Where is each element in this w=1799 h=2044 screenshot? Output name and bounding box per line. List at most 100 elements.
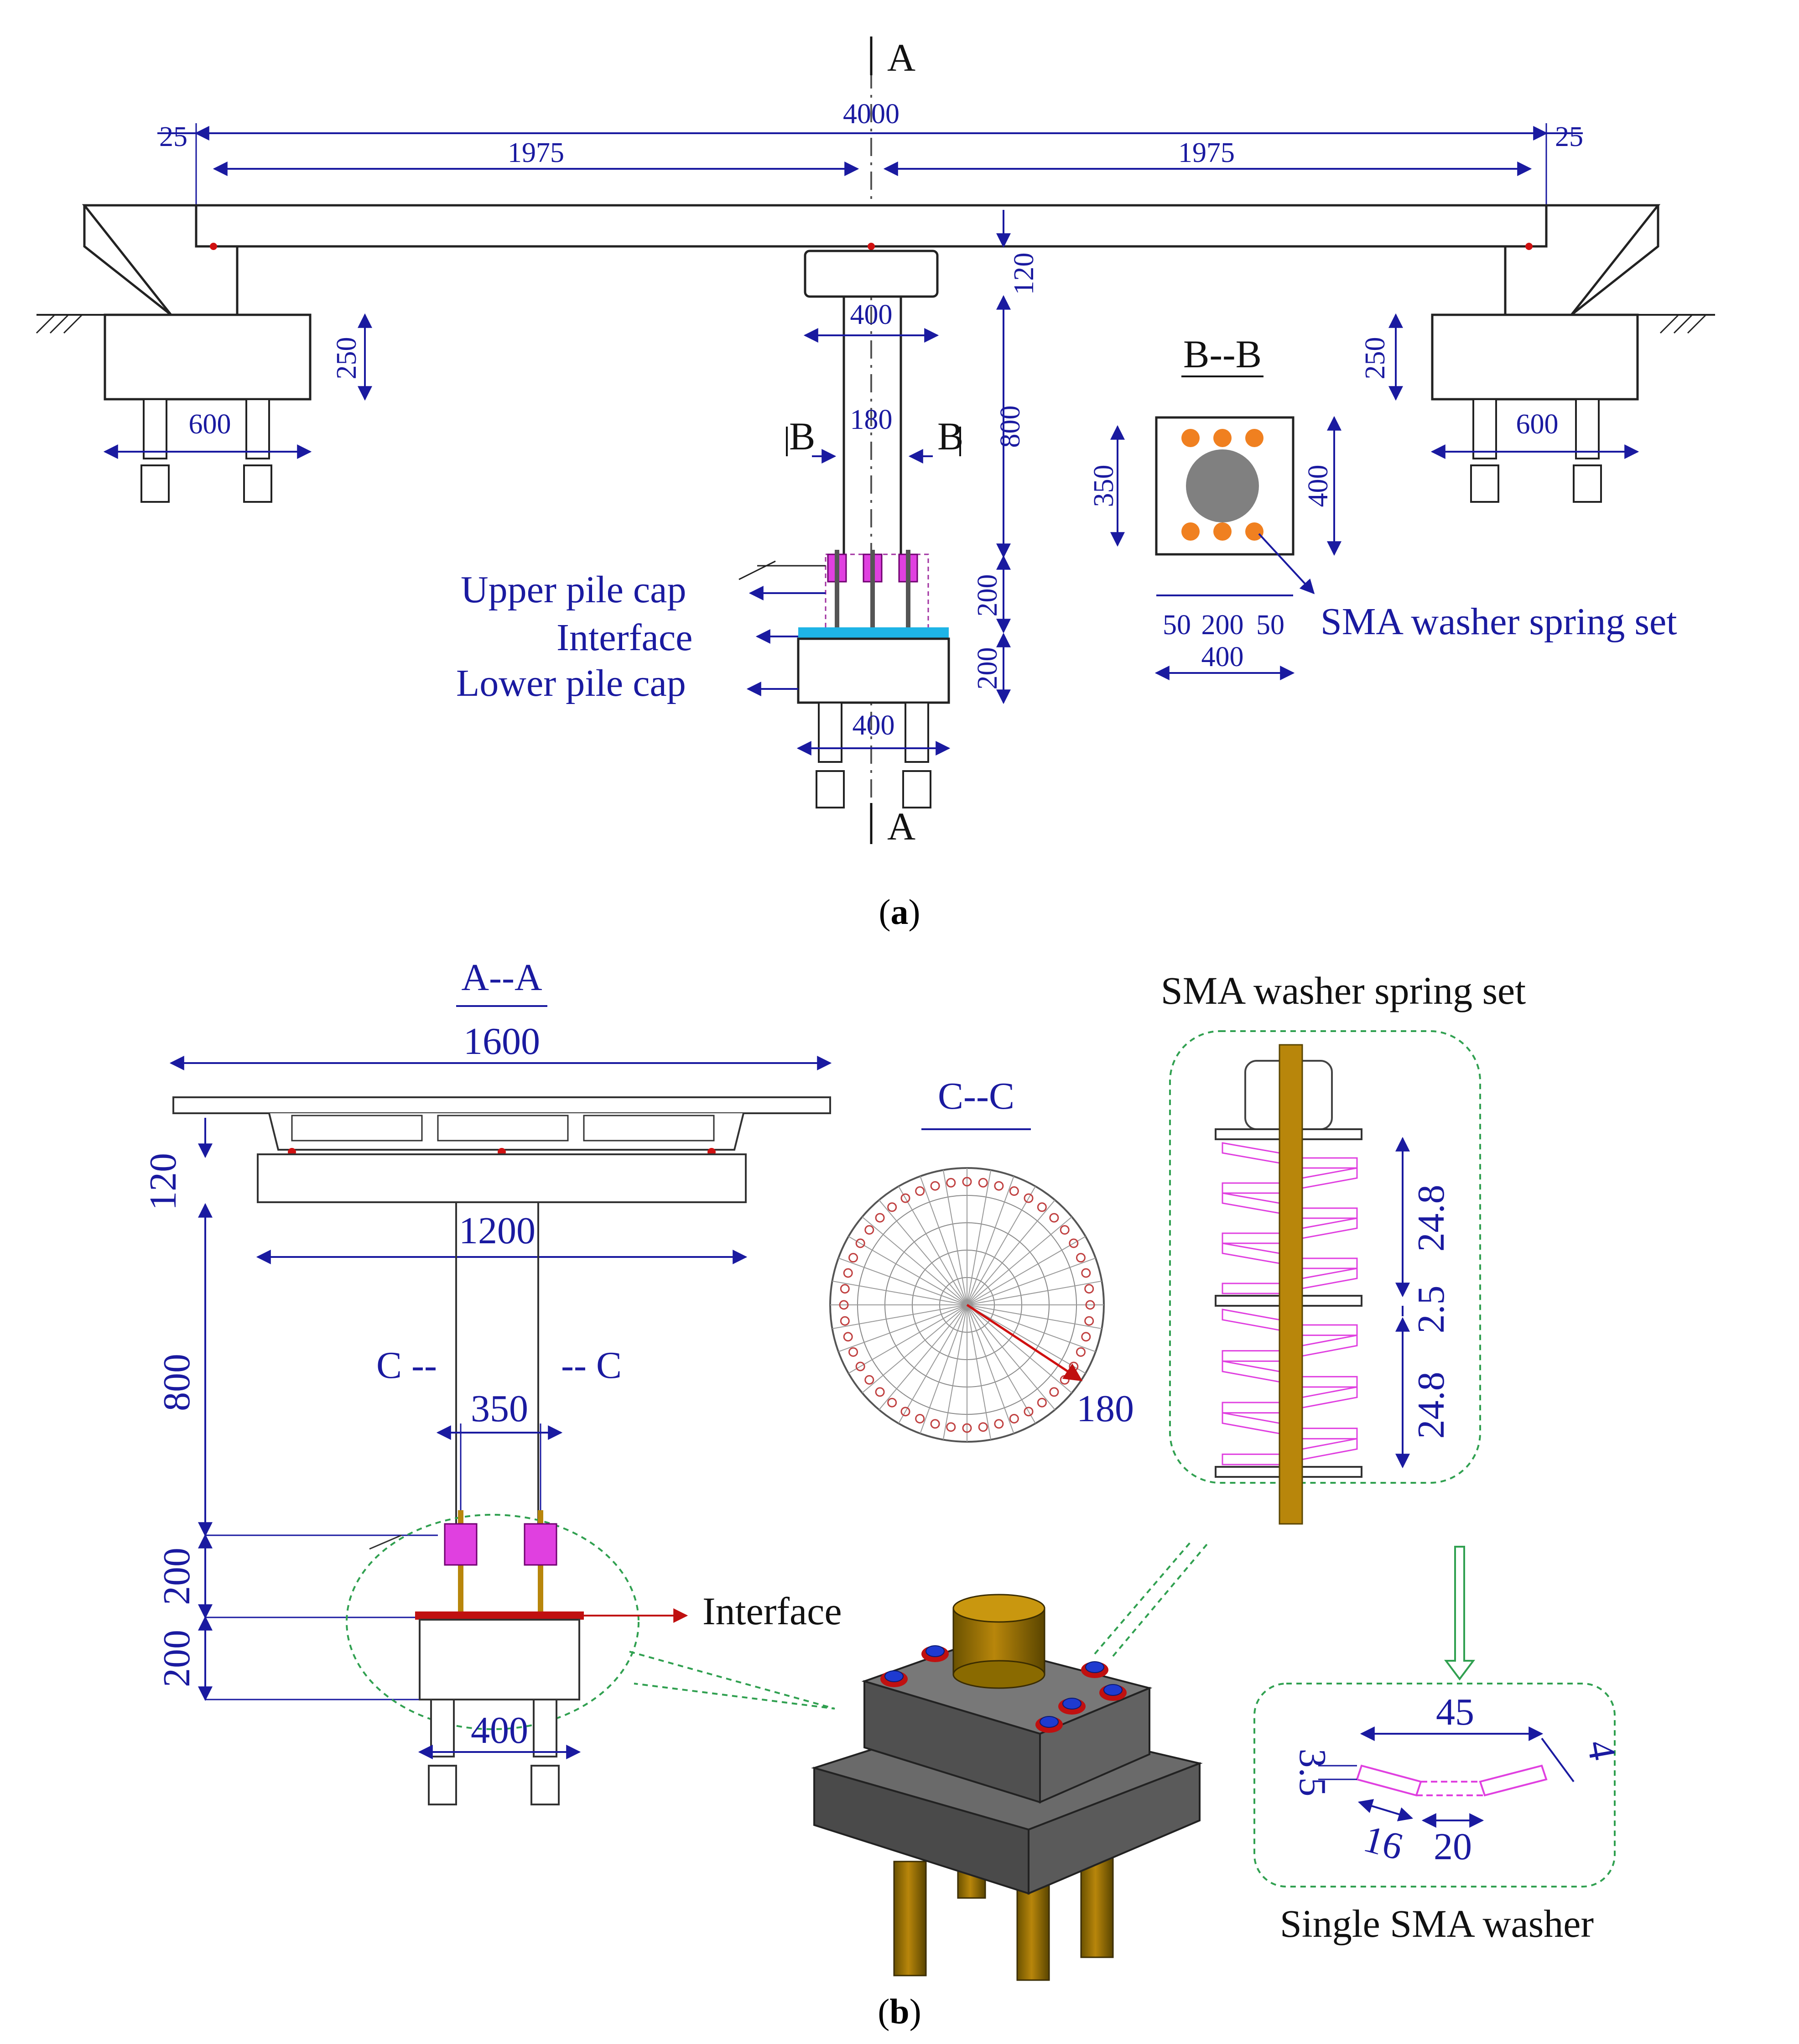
rebar-dot	[864, 1225, 874, 1235]
left-pile-2-tip	[243, 464, 272, 503]
sma-set-frame	[1169, 1030, 1481, 1484]
single-washer-shape	[1356, 1764, 1548, 1797]
gap-left-dim: 25	[159, 121, 187, 152]
rebar-dot	[930, 1181, 940, 1191]
lower-pile-cap-label: Lower pile cap	[456, 662, 686, 704]
section-bb-dim-1: 200	[1201, 610, 1244, 641]
spring-washer-left	[1222, 1242, 1280, 1264]
right-pile-2	[1575, 398, 1600, 459]
mesh-spoke	[879, 1304, 967, 1410]
sma-washer-b-right	[524, 1523, 557, 1566]
cap-width-dim: 400	[850, 299, 893, 330]
rebar-dot	[946, 1178, 956, 1188]
bolt-3d-nut	[1040, 1716, 1059, 1728]
half-left-dim: 1975	[508, 137, 564, 168]
rebar-dot	[855, 1361, 865, 1371]
washer-dot	[1213, 522, 1232, 541]
washer-dot	[1181, 522, 1200, 541]
lower-pile-cap	[797, 637, 950, 704]
left-footing	[104, 313, 312, 401]
rebar-dot	[839, 1300, 849, 1310]
mesh-spoke	[967, 1304, 1096, 1352]
sma-set-pointer-a	[1258, 533, 1315, 594]
pier-pile-1-tip	[816, 770, 845, 808]
rebar-dot	[848, 1253, 858, 1263]
pier-ground-line	[738, 560, 776, 580]
pile-3d-1	[893, 1861, 927, 1976]
rebar-dot	[864, 1375, 874, 1385]
section-bb-outer-height-dim: 400	[1303, 465, 1334, 507]
mesh-spoke	[832, 1280, 967, 1305]
cap-height-b-dim: 120	[142, 1153, 184, 1210]
mesh-spoke	[967, 1304, 1036, 1424]
bolt-3d-nut	[884, 1670, 904, 1682]
spring-washer-right	[1301, 1257, 1358, 1269]
spring-washer-left	[1222, 1350, 1280, 1362]
rebar-dot	[1084, 1316, 1094, 1326]
rebar-dot	[855, 1238, 865, 1248]
single-washer-title: Single SMA washer	[1280, 1902, 1594, 1945]
mesh-spoke	[967, 1236, 1086, 1305]
cut-c-right: -- C	[561, 1344, 622, 1387]
left-ground-hatch	[36, 314, 83, 334]
right-abutment-wing	[1570, 205, 1659, 316]
pier-pile-2	[905, 702, 929, 763]
section-bb-dim-2: 50	[1256, 610, 1284, 641]
bearing-left	[210, 243, 217, 250]
mesh-spoke	[920, 1176, 967, 1305]
rebar-dot	[994, 1419, 1004, 1429]
pier-ground-b	[369, 1534, 402, 1550]
rebar-dot	[1037, 1202, 1047, 1212]
spring-washer-left	[1222, 1192, 1280, 1214]
spring-washer-left	[1222, 1402, 1280, 1414]
pile-b-2	[533, 1699, 557, 1757]
rebar-dot	[1009, 1413, 1019, 1424]
spring-washer-left	[1222, 1453, 1280, 1465]
right-pile-1-tip	[1470, 464, 1499, 503]
section-a-top-label: A	[887, 36, 915, 79]
spring-washer-right	[1301, 1376, 1358, 1388]
rebar-dot	[1060, 1225, 1070, 1235]
section-bb-width-dim: 400	[1201, 641, 1244, 673]
sma-set-title-b: SMA washer spring set	[1161, 969, 1526, 1012]
column-3d-base	[952, 1660, 1045, 1689]
spring-washer-left	[1222, 1232, 1280, 1244]
section-bb-column	[1186, 449, 1259, 522]
mesh-spoke	[862, 1216, 967, 1305]
deck-cell-1	[291, 1115, 423, 1142]
washer-dim-20: 20	[1434, 1825, 1472, 1868]
spring-washer-left	[1222, 1360, 1280, 1383]
sma-set-label-a: SMA washer spring set	[1321, 600, 1677, 643]
rebar-dot	[930, 1419, 940, 1429]
rebar-dot	[1084, 1284, 1094, 1294]
spring-washer-right	[1301, 1428, 1358, 1439]
mesh-spoke	[967, 1199, 1055, 1305]
rebar-dot	[1081, 1332, 1091, 1342]
right-footing-height-dim: 250	[1360, 337, 1391, 380]
rebar-dot	[843, 1332, 853, 1342]
section-b-right-label: B	[937, 414, 963, 458]
rebar-dot	[946, 1422, 956, 1432]
bolt-spacing-dim: 350	[471, 1387, 528, 1430]
bolts-3d	[880, 1645, 1127, 1733]
spring-washer-right	[1301, 1334, 1358, 1357]
section-a-bottom-label: A	[887, 804, 915, 848]
detail-link-1	[1094, 1541, 1191, 1655]
pier-cap-b	[257, 1153, 747, 1203]
mesh-spoke	[862, 1304, 967, 1393]
deck-slab-b	[172, 1096, 831, 1114]
lower-cap-height-dim: 200	[972, 647, 1003, 690]
washer-dot	[1213, 429, 1232, 447]
upper-pile-cap-label: Upper pile cap	[461, 568, 686, 611]
bearing-right	[1525, 243, 1533, 250]
rebar-dot	[887, 1397, 897, 1408]
spring-washer-left	[1222, 1309, 1280, 1331]
section-bb: B--B 350 400 50 200 50 400 SMA washer sp…	[1088, 332, 1677, 680]
mesh-spoke	[967, 1216, 1072, 1305]
section-bb-dim-0: 50	[1163, 610, 1191, 641]
gap-right-dim: 25	[1555, 121, 1583, 152]
panel-b: A--A 1600 1200 120 800 200 200 C -- -- C…	[142, 956, 1624, 2031]
pile-3d-2	[1080, 1851, 1114, 1958]
upper-cap-b-dim: 200	[156, 1548, 198, 1605]
